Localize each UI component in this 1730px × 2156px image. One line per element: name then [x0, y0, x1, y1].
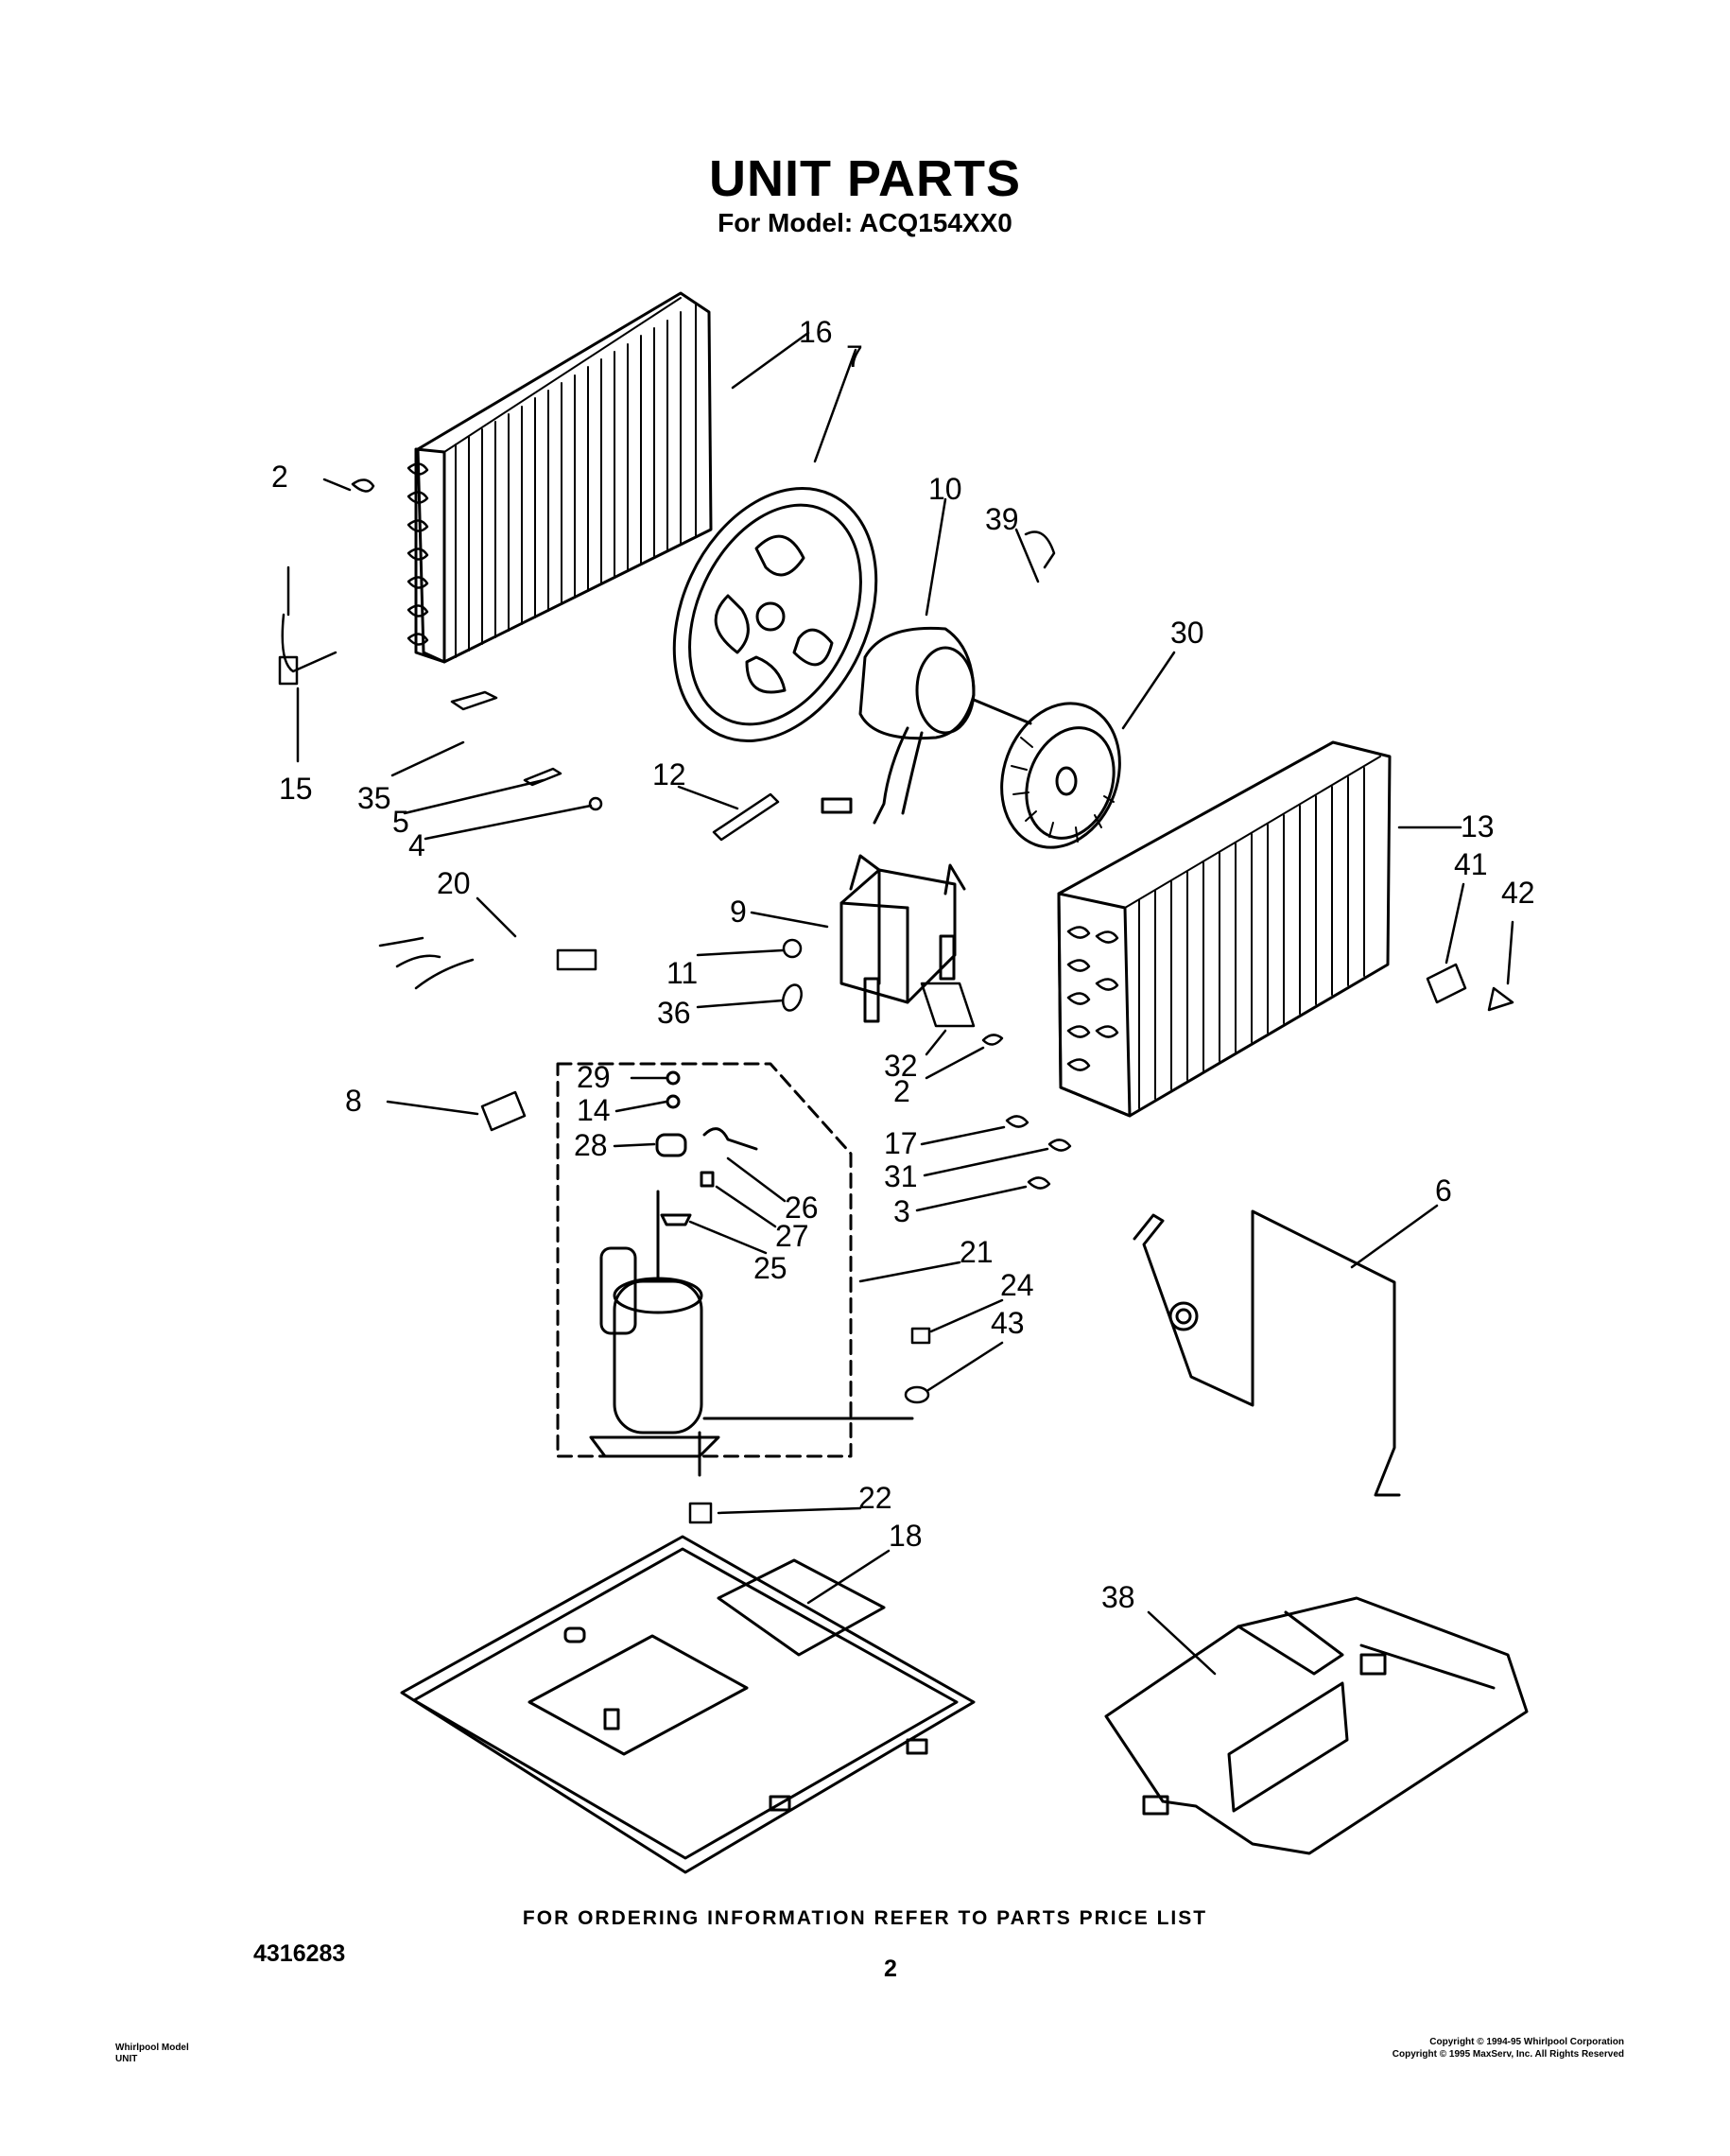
callout-26: 26	[785, 1191, 819, 1225]
condenser-coil	[407, 291, 713, 664]
callout-4: 4	[408, 828, 425, 862]
part-24	[910, 1327, 931, 1345]
model-subtitle: For Model: ACQ154XX0	[718, 208, 1012, 237]
callout-10: 10	[928, 472, 962, 506]
part-42	[1487, 986, 1514, 1012]
blower-wheel	[1000, 702, 1121, 849]
callout-17: 17	[884, 1126, 918, 1160]
callout-14: 14	[577, 1093, 611, 1127]
motor-mount-bracket	[839, 854, 966, 1023]
part-31	[1047, 1139, 1072, 1152]
part-8	[480, 1090, 527, 1132]
leader-lines	[296, 331, 1514, 1676]
part-20-plug	[556, 948, 597, 971]
part-36	[782, 983, 803, 1012]
callout-38: 38	[1101, 1580, 1135, 1614]
support-bracket	[1133, 1209, 1401, 1497]
callout-11: 11	[666, 956, 698, 990]
callout-36: 36	[657, 996, 691, 1030]
callout-3: 3	[893, 1194, 910, 1228]
page-title: UNIT PARTS	[709, 150, 1021, 207]
part-17	[1005, 1115, 1029, 1128]
part-2-lower	[981, 1034, 1004, 1046]
callout-32: 32	[884, 1049, 918, 1083]
callout-20: 20	[437, 866, 471, 900]
callout-8: 8	[345, 1084, 362, 1118]
document-number: 4316283	[253, 1940, 346, 1967]
callout-35: 35	[357, 781, 391, 815]
part-39	[1024, 530, 1056, 569]
callout-18: 18	[889, 1519, 923, 1553]
part-12	[712, 792, 780, 842]
part-15-tube	[281, 565, 337, 673]
part-11	[782, 938, 803, 959]
model-info: Whirlpool Model UNIT	[115, 2043, 189, 2065]
callout-25: 25	[753, 1251, 787, 1285]
callout-39: 39	[985, 502, 1019, 536]
callout-2-lower: 2	[893, 1074, 910, 1108]
callout-7: 7	[846, 339, 863, 374]
part-43	[904, 1385, 930, 1404]
callout-30: 30	[1170, 616, 1204, 650]
part-41	[1426, 963, 1467, 1004]
callout-31: 31	[884, 1159, 918, 1193]
ordering-info-note: FOR ORDERING INFORMATION REFER TO PARTS …	[522, 1907, 1208, 1929]
part-15-fitting	[278, 655, 299, 686]
part-2-top	[351, 478, 375, 493]
callout-29: 29	[577, 1060, 611, 1094]
callout-12: 12	[652, 757, 686, 791]
compressor-assembly	[556, 1062, 914, 1477]
fan-blade	[672, 487, 878, 742]
callout-43: 43	[991, 1306, 1025, 1340]
part-35	[450, 690, 498, 711]
part-32	[920, 982, 976, 1028]
model-line-2: UNIT	[115, 2054, 138, 2064]
model-line-1: Whirlpool Model	[115, 2043, 189, 2053]
callout-27: 27	[775, 1219, 809, 1253]
copyright-line-2: Copyright © 1995 MaxServ, Inc. All Right…	[1392, 2049, 1624, 2060]
callout-5: 5	[392, 805, 409, 839]
copyright-line-1: Copyright © 1994-95 Whirlpool Corporatio…	[1429, 2037, 1624, 2047]
callout-22: 22	[858, 1481, 892, 1515]
callout-28: 28	[574, 1128, 608, 1162]
callout-6: 6	[1435, 1174, 1452, 1208]
callout-42: 42	[1501, 876, 1535, 910]
part-4	[588, 796, 603, 811]
page-number: 2	[884, 1956, 897, 1982]
part-3	[1027, 1176, 1051, 1190]
callout-24: 24	[1000, 1268, 1034, 1302]
part-20-harness	[378, 936, 475, 990]
callout-labels: 16 7 2 10 39 30 15 35 5 4 12 13 41 42 20…	[271, 315, 1535, 1614]
evaporator-coil	[1057, 740, 1392, 1118]
air-duct	[1104, 1596, 1529, 1855]
callout-13: 13	[1461, 809, 1495, 843]
callout-15: 15	[279, 772, 313, 806]
callout-16: 16	[799, 315, 833, 349]
callout-41: 41	[1454, 847, 1488, 881]
part-22	[688, 1502, 713, 1524]
copyright-notice: Copyright © 1994-95 Whirlpool Corporatio…	[1393, 2036, 1624, 2060]
callout-21: 21	[960, 1235, 994, 1269]
small-parts	[278, 478, 1514, 1524]
fan-motor	[821, 626, 1032, 825]
callout-2-top: 2	[271, 460, 288, 494]
callout-9: 9	[730, 895, 747, 929]
base-pan	[400, 1535, 976, 1874]
